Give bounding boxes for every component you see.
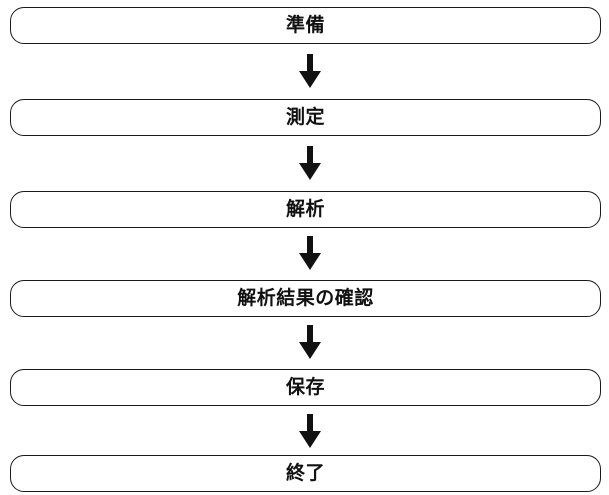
down-arrow-icon [298, 236, 322, 270]
step-save: 保存 [10, 369, 601, 406]
down-arrow-icon [298, 414, 322, 448]
step-label: 解析結果の確認 [237, 287, 374, 309]
step-label: 測定 [285, 106, 325, 128]
step-finish: 終了 [10, 455, 601, 492]
step-review-results: 解析結果の確認 [10, 280, 601, 317]
step-label: 終了 [285, 462, 325, 484]
step-measurement: 測定 [10, 99, 601, 136]
step-label: 保存 [285, 376, 325, 398]
down-arrow-icon [298, 54, 322, 88]
step-analysis: 解析 [10, 191, 601, 228]
down-arrow-icon [298, 146, 322, 180]
step-label: 解析 [285, 198, 325, 220]
step-label: 準備 [285, 14, 325, 36]
down-arrow-icon [298, 325, 322, 359]
step-preparation: 準備 [10, 7, 601, 44]
